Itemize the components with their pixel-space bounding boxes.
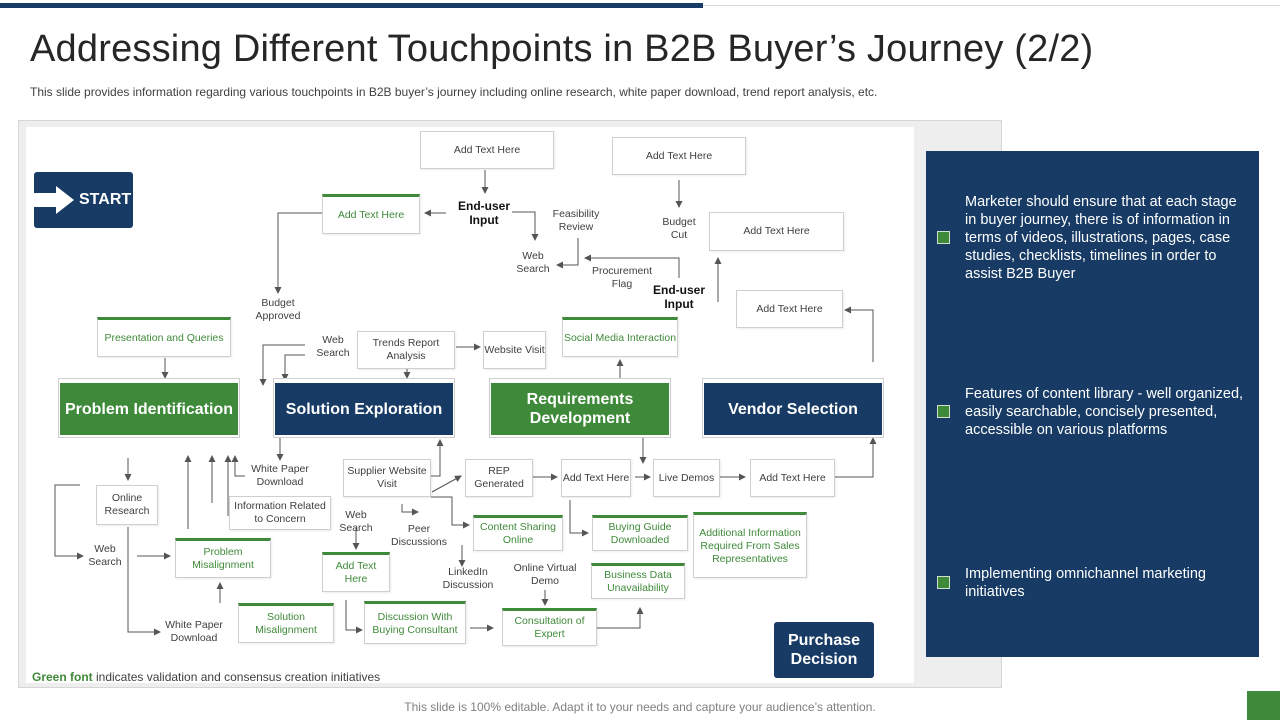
node-white-paper-1: White Paper Download [251, 463, 309, 488]
node-add-text-4: Add Text Here [736, 290, 843, 328]
stage-requirements-development: Requirements Development [491, 383, 669, 435]
purchase-decision: Purchase Decision [774, 622, 874, 678]
node-add-text-2: Add Text Here [612, 137, 746, 175]
node-online-research: Online Research [96, 485, 158, 525]
corner-accent [1247, 691, 1280, 720]
node-add-text-right: Add Text Here [750, 459, 835, 497]
node-problem-misalignment: Problem Misalignment [175, 538, 271, 578]
page-title: Addressing Different Touchpoints in B2B … [30, 28, 1094, 70]
node-website-visit: Website Visit [483, 331, 546, 369]
node-add-text-green-2: Add Text Here [322, 552, 390, 592]
node-business-data: Business Data Unavailability [591, 563, 685, 599]
node-procurement-flag: Procurement Flag [591, 265, 653, 290]
node-web-search-3: Web Search [88, 543, 122, 568]
legend: Green font indicates validation and cons… [32, 670, 380, 684]
start-arrow-icon [34, 186, 74, 214]
bullet-square-icon [937, 576, 950, 589]
node-budget-cut: Budget Cut [662, 216, 696, 241]
node-add-text-green-1: Add Text Here [322, 194, 420, 234]
node-discussion-consultant: Discussion With Buying Consultant [364, 601, 466, 644]
node-content-sharing: Content Sharing Online [473, 515, 563, 551]
node-linkedin-discussion: LinkedIn Discussion [442, 566, 494, 591]
node-end-user-input-1: End-user Input [457, 199, 510, 227]
node-trends-report: Trends Report Analysis [357, 331, 455, 369]
node-presentation-queries: Presentation and Queries [97, 317, 231, 357]
footer-note: This slide is 100% editable. Adapt it to… [404, 700, 876, 714]
side-point-3: Implementing omnichannel marketing initi… [965, 566, 1206, 600]
node-information-concern: Information Related to Concern [229, 496, 331, 530]
node-online-virtual-demo: Online Virtual Demo [513, 562, 577, 587]
top-divider-line [703, 5, 1280, 6]
node-budget-approved: Budget Approved [255, 297, 301, 322]
node-social-media: Social Media Interaction [562, 317, 678, 357]
legend-green-label: Green font [32, 670, 93, 684]
bullet-square-icon [937, 231, 950, 244]
stage-problem-identification: Problem Identification [60, 383, 238, 435]
side-point-1: Marketer should ensure that at each stag… [965, 194, 1237, 282]
node-add-text-3: Add Text Here [709, 212, 844, 251]
node-web-search-2: Web Search [316, 334, 350, 359]
stage-vendor-selection: Vendor Selection [704, 383, 882, 435]
node-feasibility-review: Feasibility Review [552, 208, 600, 233]
start-label: START [79, 191, 132, 208]
page-subtitle: This slide provides information regardin… [30, 85, 878, 99]
bullet-square-icon [937, 405, 950, 418]
node-supplier-website: Supplier Website Visit [343, 459, 431, 497]
node-white-paper-2: White Paper Download [165, 619, 223, 644]
node-additional-info: Additional Information Required From Sal… [693, 512, 807, 578]
node-add-text-1: Add Text Here [420, 131, 554, 169]
node-buying-guide: Buying Guide Downloaded [592, 515, 688, 551]
stage-solution-exploration: Solution Exploration [275, 383, 453, 435]
node-add-text-mid: Add Text Here [561, 459, 631, 497]
top-accent-bar [0, 3, 703, 8]
node-consultation-expert: Consultation of Expert [502, 608, 597, 646]
node-live-demos: Live Demos [653, 459, 720, 497]
side-point-2: Features of content library - well organ… [965, 386, 1244, 438]
node-web-search-top: Web Search [516, 250, 550, 275]
side-panel: Marketer should ensure that at each stag… [926, 151, 1259, 657]
legend-text: indicates validation and consensus creat… [92, 670, 381, 684]
node-peer-discussions: Peer Discussions [390, 523, 448, 548]
node-solution-misalignment: Solution Misalignment [238, 603, 334, 643]
node-rep-generated: REP Generated [465, 459, 533, 497]
node-web-search-4: Web Search [339, 509, 373, 534]
node-end-user-input-2: End-user Input [652, 283, 705, 311]
start-button[interactable]: START [34, 172, 133, 228]
